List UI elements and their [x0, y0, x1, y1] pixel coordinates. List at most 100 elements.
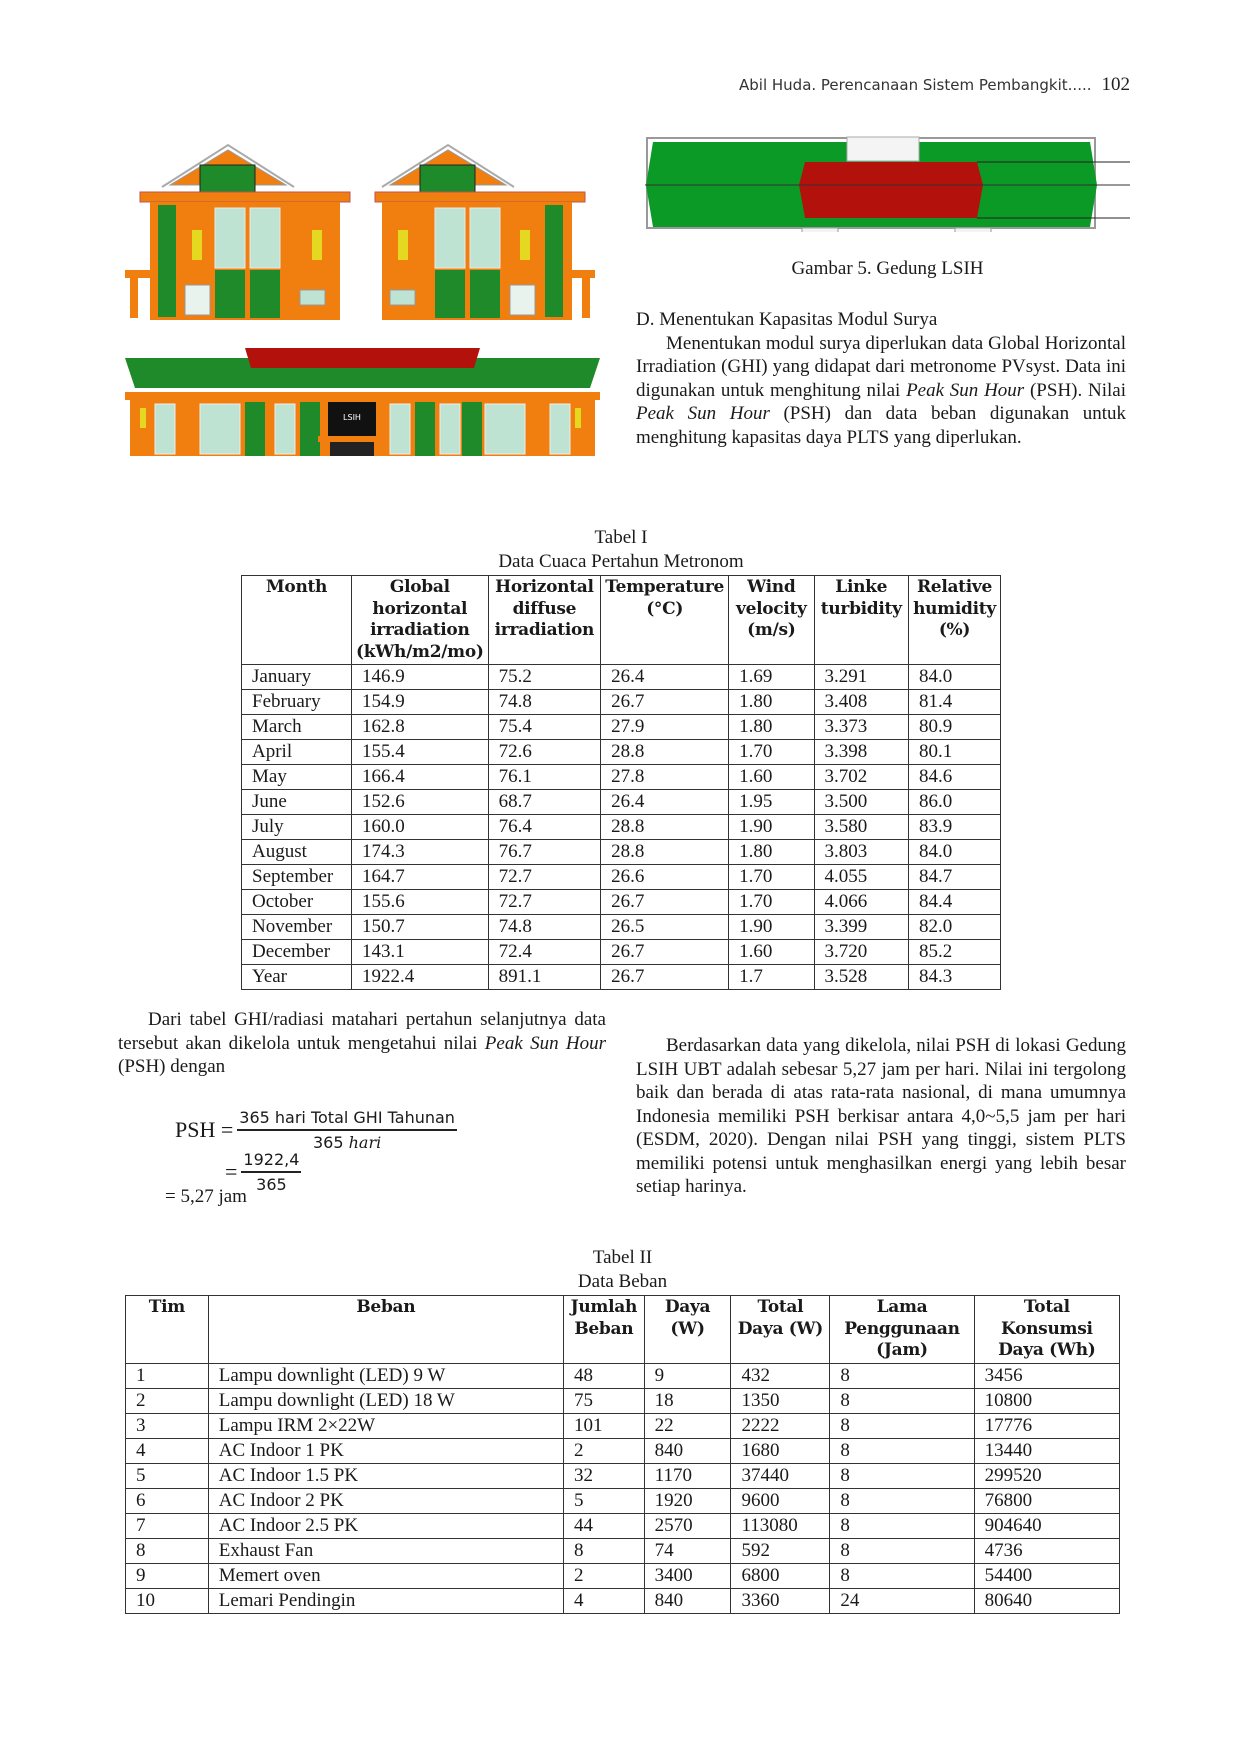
table-cell: 3.399: [813, 914, 909, 940]
table-cell: 37440: [730, 1462, 831, 1489]
col-konsumsi: Total Konsumsi Daya (Wh): [973, 1295, 1121, 1364]
formula-fraction-1: 365 hari Total GHI Tahunan 365 hari: [237, 1108, 457, 1152]
table-cell: 840: [643, 1587, 732, 1614]
table-cell: 3.408: [813, 689, 909, 715]
table-cell: 48: [562, 1362, 645, 1389]
table-cell: 17776: [973, 1412, 1121, 1439]
table-cell: Exhaust Fan: [207, 1537, 564, 1564]
building-sign-text: LSIH: [343, 413, 361, 422]
table-cell: 8: [829, 1537, 975, 1564]
table-cell: 2: [562, 1437, 645, 1464]
table-cell: 3: [125, 1412, 209, 1439]
table-cell: 80.9: [907, 714, 1002, 740]
table-cell: 1.70: [728, 889, 815, 915]
col-beban: Beban: [207, 1295, 564, 1364]
col-humidity: Relative humidity (%): [907, 575, 1002, 665]
table-cell: 76.1: [487, 764, 602, 790]
table-cell: 160.0: [351, 814, 489, 840]
table-cell: 76.7: [487, 839, 602, 865]
table-cell: 26.7: [600, 889, 730, 915]
table-cell: 3.373: [813, 714, 909, 740]
table-cell: 3.803: [813, 839, 909, 865]
table-cell: 891.1: [487, 964, 602, 990]
table-cell: 152.6: [351, 789, 489, 815]
running-header: Abil Huda. Perencanaan Sistem Pembangkit…: [739, 74, 1130, 96]
table-cell: Memert oven: [207, 1562, 564, 1589]
table-cell: 4: [125, 1437, 209, 1464]
table-cell: 4: [562, 1587, 645, 1614]
table-cell: 162.8: [351, 714, 489, 740]
table-cell: 85.2: [907, 939, 1002, 965]
roof-plan-figure: [645, 132, 1130, 262]
table-cell: 84.4: [907, 889, 1002, 915]
table-cell: 44: [562, 1512, 645, 1539]
table-cell: 8: [829, 1437, 975, 1464]
col-jumlah: Jumlah Beban: [562, 1295, 645, 1364]
table-cell: 8: [829, 1462, 975, 1489]
table-cell: 1.60: [728, 939, 815, 965]
table-cell: 3400: [643, 1562, 732, 1589]
table-cell: 76800: [973, 1487, 1121, 1514]
table-cell: 75.2: [487, 664, 602, 690]
table-cell: 84.0: [907, 664, 1002, 690]
table-cell: 8: [829, 1362, 975, 1389]
table-cell: 26.7: [600, 689, 730, 715]
table-cell: 84.3: [907, 964, 1002, 990]
table-cell: 28.8: [600, 739, 730, 765]
table-cell: August: [240, 839, 353, 865]
table2-caption: Tabel II Data Beban: [125, 1246, 1120, 1294]
table-cell: 154.9: [351, 689, 489, 715]
col-month: Month: [240, 575, 353, 665]
table-cell: 3.528: [813, 964, 909, 990]
table-cell: AC Indoor 1 PK: [207, 1437, 564, 1464]
table-cell: 432: [730, 1362, 831, 1389]
table-cell: 18: [643, 1387, 732, 1414]
table-cell: 72.6: [487, 739, 602, 765]
table-cell: 904640: [973, 1512, 1121, 1539]
formula-lhs: PSH =: [175, 1117, 234, 1142]
roof-plan-illustration: [645, 136, 1130, 243]
col-tim: Tim: [125, 1295, 209, 1364]
table-cell: 26.6: [600, 864, 730, 890]
table-cell: 174.3: [351, 839, 489, 865]
table-cell: AC Indoor 2.5 PK: [207, 1512, 564, 1539]
section-paragraph: Menentukan modul surya diperlukan data G…: [636, 332, 1126, 448]
table-cell: 840: [643, 1437, 732, 1464]
building-elevation-figure: LSIH: [120, 140, 610, 460]
table-cell: December: [240, 939, 353, 965]
table-cell: Year: [240, 964, 353, 990]
table-cell: 24: [829, 1587, 975, 1614]
running-title: Abil Huda. Perencanaan Sistem Pembangkit…: [739, 76, 1092, 94]
weather-data-table: Month Global horizontal irradiation (kWh…: [240, 575, 1002, 990]
table-cell: 1.69: [728, 664, 815, 690]
table2-title: Data Beban: [577, 1271, 668, 1292]
table-cell: 54400: [973, 1562, 1121, 1589]
table-cell: November: [240, 914, 353, 940]
table-cell: 299520: [973, 1462, 1121, 1489]
table-cell: 74: [643, 1537, 732, 1564]
table-cell: 8: [125, 1537, 209, 1564]
table-cell: 81.4: [907, 689, 1002, 715]
table1-caption: Tabel I Data Cuaca Pertahun Metronom: [241, 526, 1001, 574]
table-cell: 113080: [730, 1512, 831, 1539]
table-cell: 84.7: [907, 864, 1002, 890]
table-cell: March: [240, 714, 353, 740]
table-cell: October: [240, 889, 353, 915]
table-cell: April: [240, 739, 353, 765]
table-cell: 32: [562, 1462, 645, 1489]
table-cell: 150.7: [351, 914, 489, 940]
table-cell: 26.7: [600, 964, 730, 990]
table-cell: 8: [829, 1387, 975, 1414]
table-cell: June: [240, 789, 353, 815]
table-cell: 1.7: [728, 964, 815, 990]
